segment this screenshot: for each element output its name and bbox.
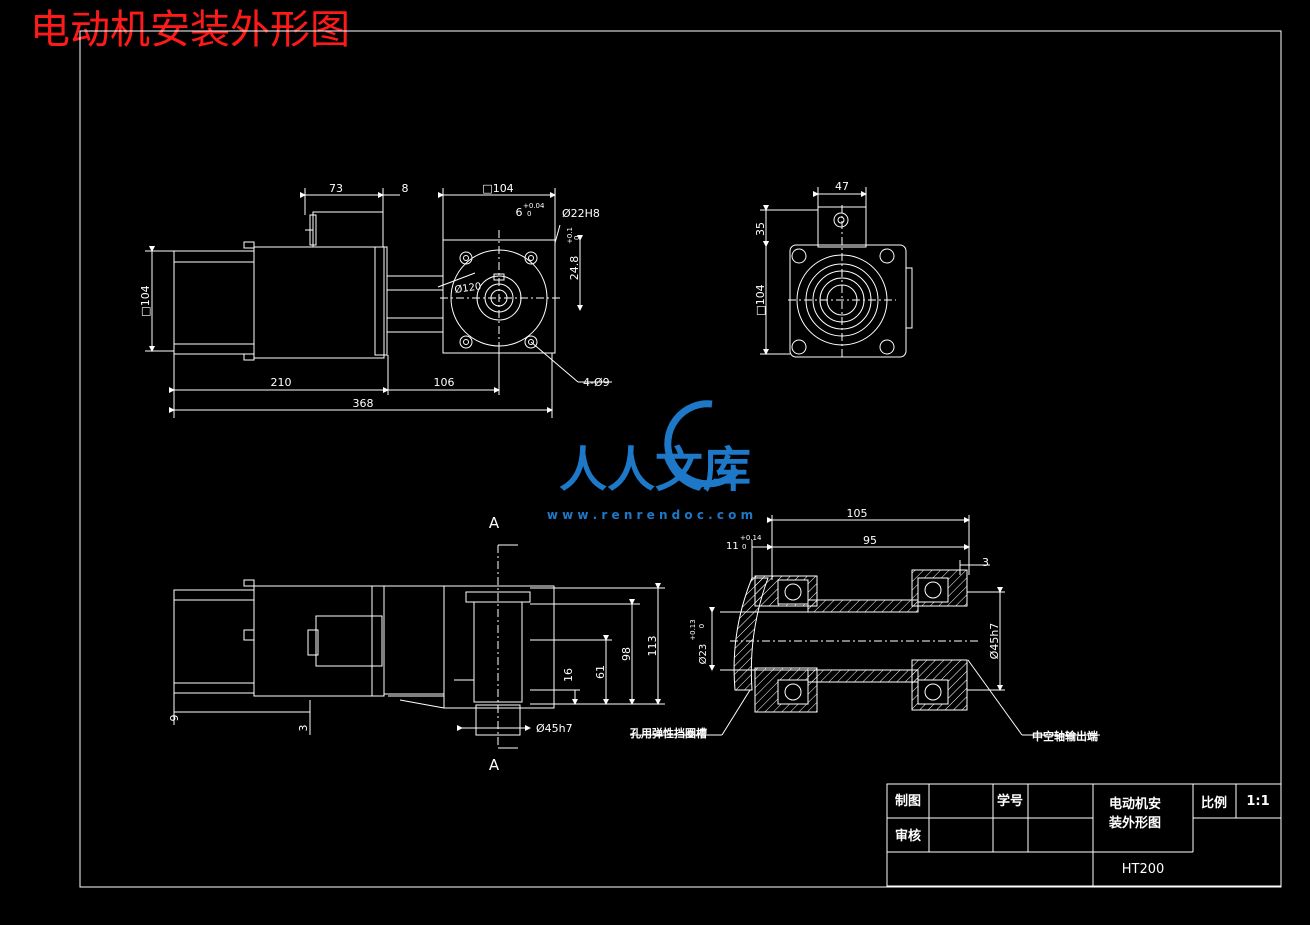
dim-sq104-side: □104: [754, 284, 767, 315]
dim-35: 35: [754, 222, 767, 236]
dim-113: 113: [646, 636, 659, 657]
dim-98: 98: [620, 647, 633, 661]
tb-scale-value: 1:1: [1246, 794, 1269, 809]
dim-106: 106: [434, 376, 455, 389]
dim-24-8-lower-tol: 0: [573, 236, 581, 240]
section-view-labels: A A 113 98 61 16 Ø45h7 9 3: [168, 514, 659, 774]
dim-47: 47: [835, 180, 849, 193]
tb-drawn-by: 制图: [895, 793, 921, 809]
tb-material: HT200: [1122, 862, 1165, 877]
callout-hollow-shaft-output: 中空轴输出端: [1032, 729, 1098, 743]
dim-105: 105: [847, 507, 868, 520]
dim-210: 210: [271, 376, 292, 389]
dim-3-shaft: 3: [982, 556, 989, 569]
tb-checked-by: 审核: [895, 828, 921, 844]
front-view-labels: 73 8 □104 6 +0.04 0 Ø22H8 24.8 +0.1 0 Ø1…: [139, 182, 610, 410]
dim-11-upper-tol: +0.14: [740, 534, 762, 542]
dim-6-upper-tol: +0.04: [523, 202, 545, 210]
watermark: 人人文库 w w w . r e n r e n d o c . c o m: [547, 400, 753, 522]
title-block-labels: 制图 审核 学号 电动机安 装外形图 比例 1:1 HT200: [895, 793, 1270, 877]
title-block: [886, 783, 1282, 887]
dim-sq104-top: □104: [482, 182, 513, 195]
dim-3-section: 3: [297, 725, 310, 732]
drawing-border: [79, 30, 1282, 888]
dim-6: 6: [516, 206, 523, 219]
dim-23-upper-tol: +0.13: [689, 619, 697, 640]
dim-95: 95: [863, 534, 877, 547]
dim-11-lower-tol: 0: [742, 543, 746, 551]
dim-24-8: 24.8: [568, 256, 581, 281]
watermark-brand: 人人文库: [559, 442, 751, 498]
dim-16: 16: [562, 668, 575, 682]
drawing-top-title: 电动机安装外形图: [30, 7, 350, 53]
dim-11: 11: [726, 541, 739, 552]
side-view-labels: 47 35 □104: [754, 180, 849, 316]
dim-22h8: Ø22H8: [562, 207, 600, 220]
dim-sq104-left: □104: [139, 285, 152, 316]
dim-45h7-shaft: Ø45h7: [988, 623, 1001, 660]
section-label-a-bottom: A: [489, 756, 500, 774]
watermark-url: w w w . r e n r e n d o c . c o m: [547, 508, 753, 522]
tb-drawing-name-line1: 电动机安: [1109, 796, 1161, 812]
dim-6-lower-tol: 0: [527, 210, 531, 218]
section-view: [173, 544, 665, 749]
dim-24-8-upper-tol: +0.1: [566, 227, 574, 244]
shaft-detail: [630, 515, 1100, 736]
dim-368: 368: [353, 397, 374, 410]
dim-4-holes: 4-Ø9: [583, 376, 610, 389]
dim-45h7-section: Ø45h7: [536, 722, 573, 735]
dim-9: 9: [168, 715, 181, 722]
front-view: [145, 188, 612, 418]
tb-drawing-name-line2: 装外形图: [1108, 815, 1161, 831]
dim-73: 73: [329, 182, 343, 195]
tb-student-no: 学号: [997, 793, 1023, 809]
dim-23-lower-tol: 0: [698, 624, 706, 628]
section-label-a-top: A: [489, 514, 500, 532]
callout-circlip-groove: 孔用弹性挡圈槽: [630, 726, 707, 740]
dim-61: 61: [594, 665, 607, 679]
side-view: [760, 187, 913, 360]
dim-120: Ø120: [454, 280, 482, 296]
dim-23: Ø23: [697, 644, 709, 665]
dim-8: 8: [402, 182, 409, 195]
tb-scale-label: 比例: [1201, 795, 1227, 811]
shaft-detail-labels: 105 95 3 11 +0.14 0 Ø23 +0.13 0 Ø45h7 孔用…: [630, 507, 1098, 743]
